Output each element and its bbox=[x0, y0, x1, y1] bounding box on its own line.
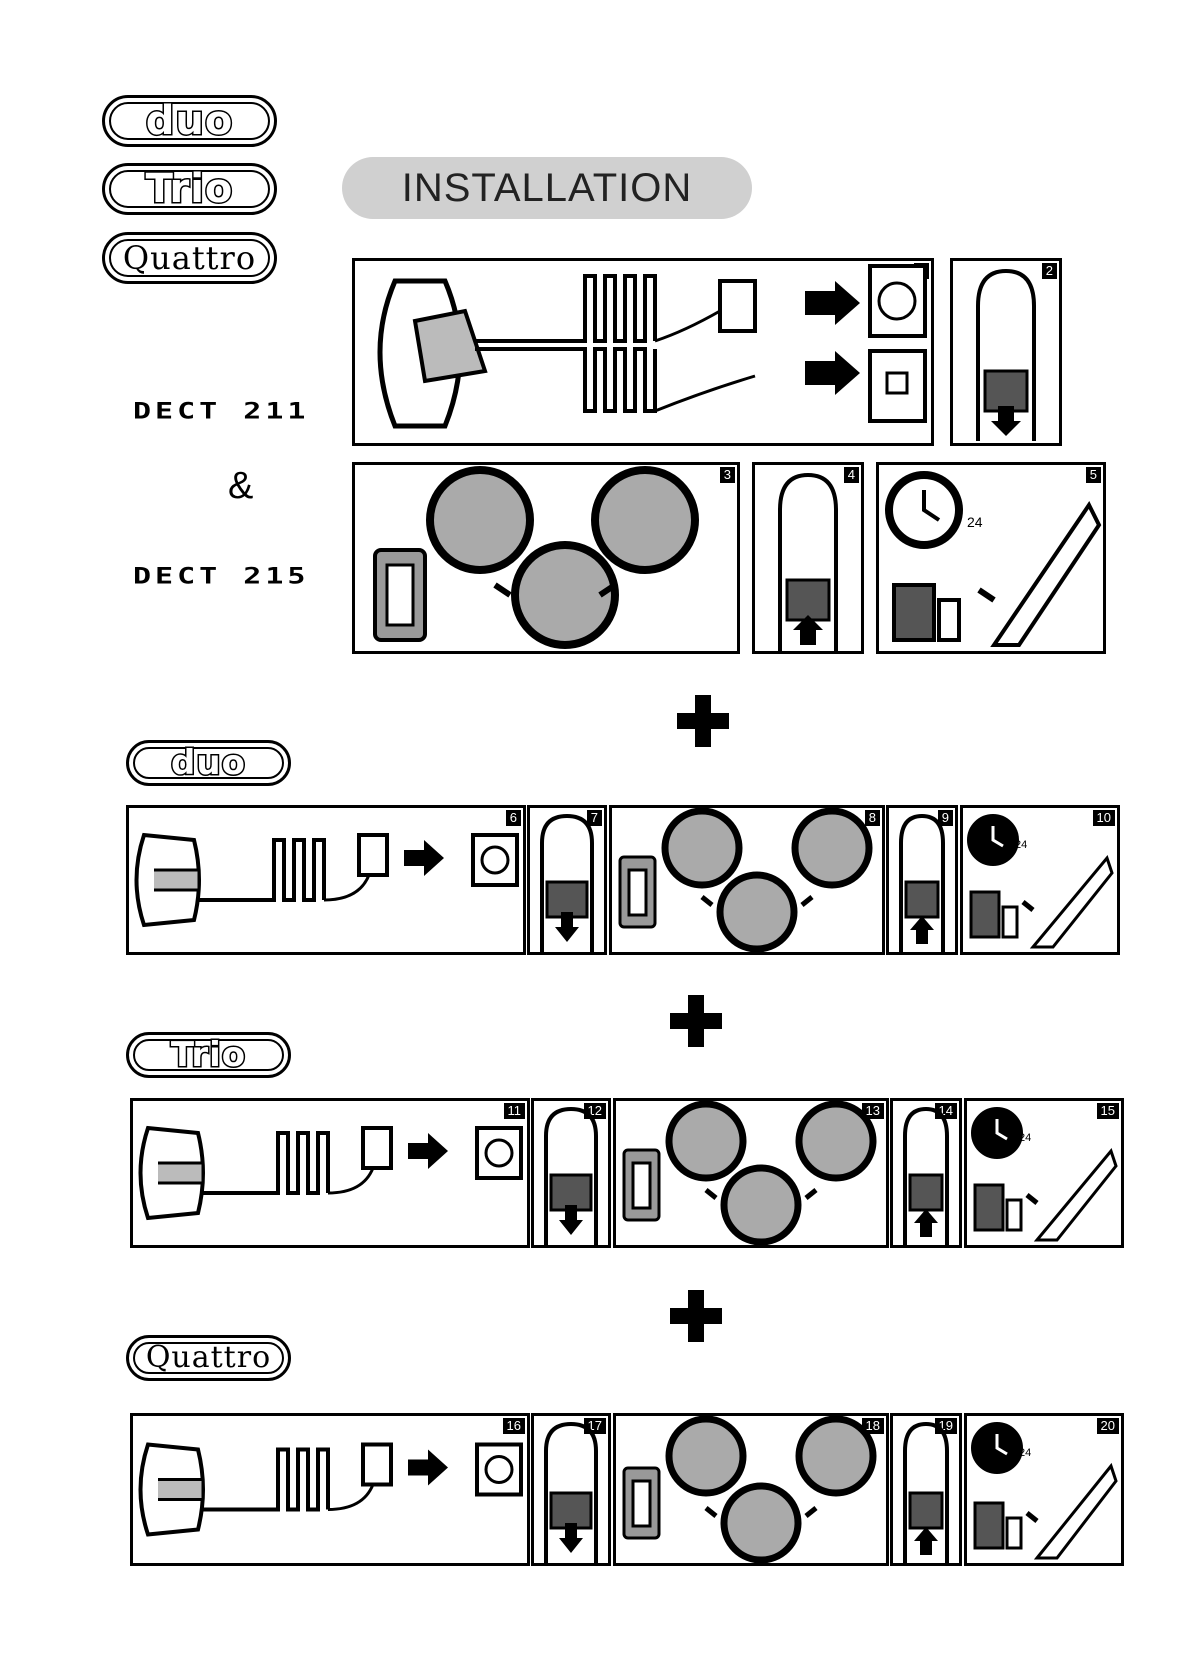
step-panel-20: 20 24 bbox=[964, 1413, 1124, 1566]
step-panel-17-illustration bbox=[534, 1416, 608, 1563]
step-panel-20-illustration: 24 bbox=[967, 1416, 1121, 1563]
section-badge-quattro: Quattro bbox=[126, 1335, 291, 1381]
step-panel-10: 10 24 bbox=[960, 805, 1120, 955]
section-badge-trio: Trio bbox=[126, 1032, 291, 1078]
badge-trio: Trio bbox=[102, 163, 277, 215]
step-panel-17: 17 bbox=[531, 1413, 611, 1566]
step-panel-2: 2 bbox=[950, 258, 1062, 446]
svg-text:24: 24 bbox=[1015, 839, 1027, 851]
section-badge-label: Trio bbox=[171, 1038, 246, 1072]
step-panel-8-illustration bbox=[612, 808, 882, 952]
step-panel-15: 15 24 bbox=[964, 1098, 1124, 1248]
step-panel-1: 1 bbox=[352, 258, 934, 446]
section-badge-label: duo bbox=[171, 746, 246, 780]
step-panel-13-illustration bbox=[616, 1101, 886, 1245]
step-panel-11-illustration bbox=[133, 1101, 527, 1245]
step-panel-14: 14 bbox=[890, 1098, 962, 1248]
badge-quattro-label: Quattro bbox=[123, 242, 256, 274]
step-panel-19: 19 bbox=[890, 1413, 962, 1566]
step-panel-12: 12 bbox=[531, 1098, 611, 1248]
step-panel-9: 9 bbox=[886, 805, 958, 955]
step-panel-3: 3 bbox=[352, 462, 740, 654]
step-panel-4: 4 bbox=[752, 462, 864, 654]
step-panel-9-illustration bbox=[889, 808, 955, 952]
plus-icon bbox=[670, 995, 722, 1047]
step-panel-11: 11 bbox=[130, 1098, 530, 1248]
step-panel-19-illustration bbox=[893, 1416, 959, 1563]
step-panel-16-illustration bbox=[133, 1416, 527, 1563]
charge-24h-illustration: 24 bbox=[879, 465, 1103, 651]
step-panel-13: 13 bbox=[613, 1098, 889, 1248]
handset-insert-illustration bbox=[953, 261, 1059, 443]
step-panel-16: 16 bbox=[130, 1413, 530, 1566]
model-dect-215: DECT 215 bbox=[133, 563, 310, 589]
step-panel-7-illustration bbox=[530, 808, 604, 952]
badge-duo: duo bbox=[102, 95, 277, 147]
plus-icon bbox=[677, 695, 729, 747]
page-title: INSTALLATION bbox=[342, 157, 752, 219]
step-panel-6-illustration bbox=[129, 808, 523, 952]
model-dect-211: DECT 211 bbox=[133, 398, 310, 424]
step-panel-10-illustration: 24 bbox=[963, 808, 1117, 952]
base-connection-illustration bbox=[355, 261, 931, 443]
battery-insert-illustration bbox=[355, 465, 737, 651]
svg-text:24: 24 bbox=[1019, 1447, 1031, 1459]
section-badge-label: Quattro bbox=[146, 1343, 271, 1373]
clock-label: 24 bbox=[967, 514, 983, 530]
plus-icon bbox=[670, 1290, 722, 1342]
step-panel-8: 8 bbox=[609, 805, 885, 955]
step-panel-6: 6 bbox=[126, 805, 526, 955]
svg-text:24: 24 bbox=[1019, 1132, 1031, 1144]
step-panel-5: 5 24 bbox=[876, 462, 1106, 654]
badge-duo-label: duo bbox=[146, 101, 234, 141]
step-panel-12-illustration bbox=[534, 1101, 608, 1245]
step-panel-14-illustration bbox=[893, 1101, 959, 1245]
handset-place-illustration bbox=[755, 465, 861, 651]
step-panel-18: 18 bbox=[613, 1413, 889, 1566]
step-panel-15-illustration: 24 bbox=[967, 1101, 1121, 1245]
step-panel-18-illustration bbox=[616, 1416, 886, 1563]
badge-trio-label: Trio bbox=[146, 169, 234, 209]
step-panel-7: 7 bbox=[527, 805, 607, 955]
section-badge-duo: duo bbox=[126, 740, 291, 786]
badge-quattro: Quattro bbox=[102, 232, 277, 284]
ampersand: & bbox=[228, 465, 253, 508]
